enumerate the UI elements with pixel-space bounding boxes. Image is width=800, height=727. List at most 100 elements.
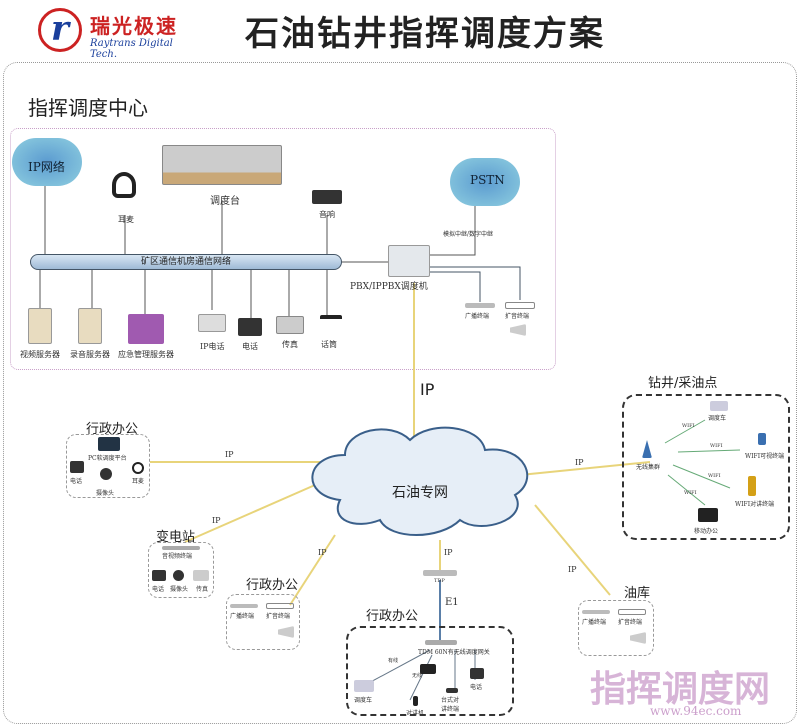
wifi-label: WIFI <box>708 473 721 479</box>
console-icon <box>162 145 282 185</box>
ip-link-label: IP <box>225 450 234 459</box>
tdp-device-icon <box>423 570 457 576</box>
main-cloud <box>311 426 529 536</box>
amplifier-icon <box>618 609 646 615</box>
logo-mark: r <box>38 8 82 52</box>
ip-link-label: IP <box>318 548 327 557</box>
server-icon <box>78 308 102 344</box>
device-label: 摄像头 <box>170 586 189 593</box>
dispatch-car-icon <box>710 401 728 411</box>
gateway-icon <box>425 640 457 645</box>
device-label: 移动办公 <box>694 528 719 535</box>
logo: r 瑞光极速 Raytrans Digital Tech. <box>38 8 198 60</box>
device-label: 传真 <box>282 340 298 349</box>
loudspeaker-icon <box>278 626 294 638</box>
outer-border <box>3 62 797 724</box>
headset-label: 耳麦 <box>118 215 134 224</box>
phone-icon <box>470 668 484 679</box>
pc-icon <box>98 437 120 451</box>
amplifier-label: 扩音终端 <box>505 313 530 320</box>
device-label: 耳麦 <box>132 478 145 485</box>
ip-link-label: IP <box>212 516 221 525</box>
broadcast-terminal-icon <box>230 604 258 608</box>
dispatch-car-icon <box>354 680 374 692</box>
ip-link-label: IP <box>568 565 577 574</box>
amplifier-icon <box>266 603 294 609</box>
headset-icon <box>132 462 144 474</box>
radio-icon <box>420 664 436 674</box>
device-label: 调度车 <box>354 697 373 704</box>
device-label: 扩音终端 <box>618 619 643 626</box>
device-label: 调度车 <box>708 415 727 422</box>
walkie-talkie-icon <box>413 696 418 706</box>
phone-icon <box>238 318 262 336</box>
network-bus: 矿区通信机房通信网络 <box>30 254 342 270</box>
wireless-label: 无线 <box>412 673 423 679</box>
substation-box <box>148 542 214 598</box>
admin1-box <box>66 434 150 498</box>
server-icon <box>28 308 52 344</box>
speaker-label: 音响 <box>319 210 335 219</box>
ip-link-label: IP <box>444 548 453 557</box>
admin3-title: 行政办公 <box>366 609 419 624</box>
substation-title: 变电站 <box>156 530 196 545</box>
device-label: 对讲机 <box>406 710 425 717</box>
ip-link-label: IP <box>575 458 584 467</box>
loudspeaker-icon <box>630 632 646 644</box>
phone-icon <box>152 570 166 581</box>
phone-icon <box>70 461 84 473</box>
device-label: IP电话 <box>200 342 225 351</box>
admin2-box <box>226 594 300 650</box>
laptop-icon <box>698 508 718 522</box>
trunk-label: 模拟中继/数字中继 <box>443 231 494 238</box>
device-label: 视频服务器 <box>20 350 60 359</box>
tdp-label: TDP <box>434 578 445 584</box>
device-label: 录音服务器 <box>70 350 110 359</box>
logo-subtext: Raytrans Digital Tech. <box>90 38 173 60</box>
headset-icon <box>112 172 136 198</box>
drill-site-box <box>622 394 790 540</box>
console-label: 调度台 <box>210 196 240 207</box>
ip-phone-icon <box>198 314 226 332</box>
device-label: 传真 <box>196 586 209 593</box>
device-label: PC软调度平台 <box>88 455 127 462</box>
ip-network-cloud <box>12 138 82 186</box>
oil-depot-title: 油库 <box>624 586 651 601</box>
device-label: 话筒 <box>321 340 337 349</box>
device-label: 扩音终端 <box>266 613 291 620</box>
wifi-label: WIFI <box>682 423 695 429</box>
oil-depot-box <box>578 600 654 656</box>
device-label: 电话 <box>470 684 483 691</box>
gateway-label: TDM 60N有无线调度网关 <box>418 649 490 656</box>
wifi-label: WIFI <box>684 490 697 496</box>
hub-label: 无线集群 <box>636 464 661 471</box>
camera-icon <box>173 570 184 581</box>
pstn-cloud <box>450 158 520 206</box>
camera-icon <box>100 468 112 480</box>
logo-text: 瑞光极速 <box>90 14 178 38</box>
wifi-radio-icon <box>748 476 756 496</box>
wifi-label: WIFI <box>710 443 723 449</box>
device-label: 台式对讲终端 <box>441 697 460 713</box>
device-label: WIFI对讲终端 <box>735 501 775 508</box>
pbx-label: PBX/IPPBX调度机 <box>350 282 428 292</box>
device-label: 电话 <box>70 478 83 485</box>
e1-label: E1 <box>445 597 459 608</box>
pbx-icon <box>388 245 430 277</box>
center-border <box>10 128 556 370</box>
admin1-title: 行政办公 <box>86 422 139 437</box>
device-label: 广播终端 <box>230 613 255 620</box>
microphone-icon <box>320 315 342 335</box>
computer-icon <box>128 314 164 344</box>
loudspeaker-icon <box>510 324 526 336</box>
wifi-video-terminal-icon <box>758 433 766 445</box>
center-title: 指挥调度中心 <box>28 96 148 120</box>
fax-icon <box>193 570 209 581</box>
broadcast-terminal-icon <box>582 610 610 614</box>
admin3-box <box>346 626 514 716</box>
device-label: 电话 <box>152 586 165 593</box>
page-title: 石油钻井指挥调度方案 <box>245 14 605 54</box>
desk-mic-icon <box>446 688 458 693</box>
device-label: WIFI可视终端 <box>745 453 785 460</box>
device-label: 音视频终端 <box>162 553 193 560</box>
